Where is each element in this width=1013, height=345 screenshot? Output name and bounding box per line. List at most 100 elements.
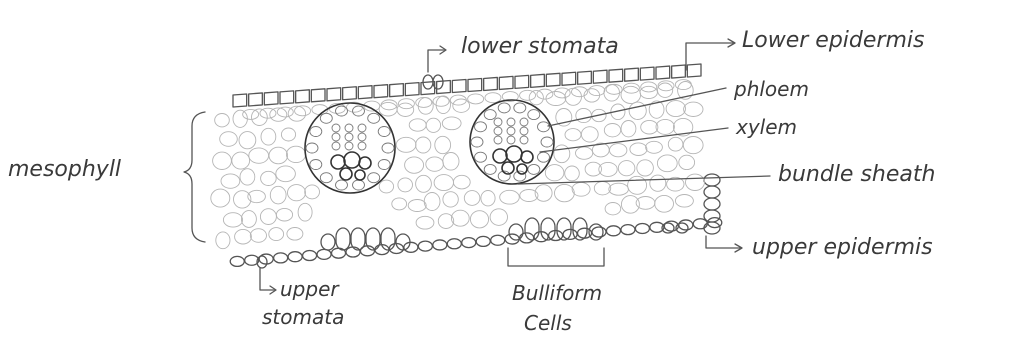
epidermal-cell xyxy=(531,74,545,87)
mesophyll-cell xyxy=(249,148,269,163)
epidermal-cell xyxy=(515,75,529,88)
mesophyll-cell xyxy=(594,182,610,195)
bundle-sheath-cell xyxy=(471,137,483,147)
epidermal-cell xyxy=(693,219,707,229)
mesophyll-cell xyxy=(261,171,277,185)
upper-epidermis-leader xyxy=(706,236,740,248)
mesophyll-cell xyxy=(529,90,543,104)
vascular-tissue-left xyxy=(306,106,394,190)
phloem-cell xyxy=(332,124,340,132)
mesophyll-cell xyxy=(650,175,666,191)
label-bulliform-line1: Bulliform xyxy=(512,281,602,305)
epidermal-cell xyxy=(346,247,360,257)
mesophyll-cell xyxy=(434,175,453,191)
bulliform-cells-left xyxy=(321,228,410,250)
mesophyll-cell xyxy=(481,191,495,206)
bundle-sheath-cell xyxy=(368,113,380,123)
mesophyll-cell xyxy=(250,229,266,243)
epidermal-cell xyxy=(433,96,449,106)
xylem-vessel xyxy=(359,157,371,169)
mesophyll-cell xyxy=(572,182,590,196)
phloem-cell xyxy=(494,136,502,144)
bundle-sheath-left xyxy=(305,103,395,193)
mesophyll-brace xyxy=(184,112,205,242)
mesophyll-cell xyxy=(405,157,424,173)
mesophyll-cell xyxy=(470,211,488,228)
epidermal-cell xyxy=(303,251,317,261)
mesophyll-cell xyxy=(288,185,306,201)
bundle-sheath-cell xyxy=(475,122,487,132)
phloem-cell xyxy=(345,124,353,132)
mesophyll-cell xyxy=(565,166,580,181)
epidermal-cell xyxy=(288,252,302,262)
epidermal-cell xyxy=(447,239,461,249)
bundle-sheath-cell xyxy=(484,164,496,174)
epidermal-cell xyxy=(593,70,607,83)
epidermal-cell xyxy=(264,92,278,105)
epidermal-cell xyxy=(578,71,592,84)
mesophyll-cell xyxy=(416,137,431,153)
mesophyll-cell xyxy=(379,180,393,193)
epidermal-cell xyxy=(641,82,657,92)
epidermal-cell xyxy=(609,69,623,82)
mesophyll-cell xyxy=(657,155,677,172)
bundle-sheath-cell xyxy=(528,164,540,174)
mesophyll-cell xyxy=(241,211,256,228)
mesophyll-cell xyxy=(260,209,276,225)
mesophyll-cell xyxy=(609,183,629,195)
epidermal-cell xyxy=(485,93,501,103)
mesophyll-cell xyxy=(281,128,295,141)
epidermal-cell xyxy=(317,249,331,259)
bundle-sheath-cell xyxy=(528,110,540,120)
xylem-vessel xyxy=(517,164,527,174)
epidermal-cell xyxy=(233,94,247,107)
mesophyll-cell xyxy=(683,137,703,154)
bundle-sheath-cell xyxy=(336,106,348,116)
epidermal-cell xyxy=(656,66,670,79)
phloem-cell xyxy=(358,133,366,141)
bundle-sheath-cell xyxy=(378,127,390,137)
bundle-sheath-leader xyxy=(518,176,770,184)
bulliform-cell xyxy=(509,224,523,240)
mesophyll-cell xyxy=(443,153,459,171)
mesophyll-cell xyxy=(215,114,230,127)
mesophyll-cell xyxy=(436,96,450,114)
mesophyll-cell xyxy=(630,143,647,156)
mesophyll-cell xyxy=(675,195,693,208)
epidermal-cell xyxy=(704,210,720,222)
mesophyll-cell xyxy=(618,161,635,176)
epidermal-cell xyxy=(546,73,560,86)
epidermal-cell xyxy=(520,90,536,100)
mesophyll-cell xyxy=(408,200,426,212)
bundle-sheath-cell xyxy=(353,180,365,190)
mesophyll-cell xyxy=(239,132,256,149)
epidermal-cell xyxy=(374,85,388,98)
mesophyll-cell xyxy=(223,213,242,227)
phloem-leader xyxy=(548,88,726,126)
bulliform-cell xyxy=(366,228,380,250)
epidermal-cell xyxy=(390,84,404,97)
mesophyll-cell xyxy=(668,137,683,151)
mesophyll-cell xyxy=(232,152,250,169)
xylem-vessel xyxy=(331,155,345,169)
label-upper-stomata-line2: stomata xyxy=(262,305,344,329)
epidermal-cell xyxy=(499,76,513,89)
epidermal-cell xyxy=(562,72,576,85)
mesophyll-cell xyxy=(216,232,230,249)
epidermal-cell xyxy=(625,68,639,81)
bundle-sheath-cell xyxy=(310,127,322,137)
epidermal-cell xyxy=(592,227,606,237)
label-mesophyll: mesophyll xyxy=(8,157,121,182)
xylem-vessel xyxy=(493,149,507,163)
mesophyll-cell xyxy=(305,185,320,199)
bundle-sheath-cell xyxy=(353,106,365,116)
mesophyll-cell xyxy=(666,101,685,117)
label-bulliform-line2: Cells xyxy=(524,311,572,335)
epidermal-cell xyxy=(606,226,620,236)
epidermal-cell xyxy=(452,80,466,93)
phloem-cell xyxy=(520,118,528,126)
epidermal-cell xyxy=(398,99,414,109)
bulliform-cell xyxy=(321,234,335,250)
